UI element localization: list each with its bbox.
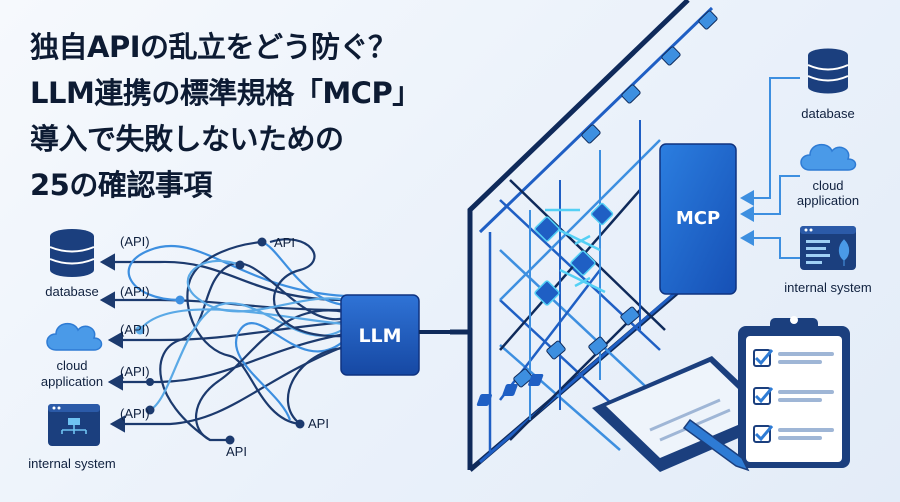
api-label-3: (API) <box>120 322 150 337</box>
api-labels: (API) (API) (API) (API) (API) API API AP… <box>120 234 329 459</box>
mcp-label: MCP <box>676 208 720 229</box>
messy-api-connections <box>99 238 346 442</box>
page-title: 独自APIの乱立をどう防ぐ？ LLM連携の標準規格「MCP」 導入で失敗しないた… <box>30 24 470 208</box>
api-label-4: (API) <box>120 364 150 379</box>
tablet-icon <box>476 356 780 472</box>
right-database-icon <box>807 48 849 94</box>
left-cloud-label-line2: application <box>41 374 103 389</box>
checkbox-icon <box>753 387 834 405</box>
left-database-label: database <box>45 284 99 299</box>
llm-label: LLM <box>358 325 401 347</box>
right-internal-label: internal system <box>784 280 871 295</box>
api-dots <box>135 237 305 445</box>
clipboard-icon <box>738 316 850 468</box>
title-line-4: 25の確認事項 <box>30 168 212 202</box>
api-label-1: (API) <box>120 234 150 249</box>
left-internal-label: internal system <box>28 456 115 471</box>
pen-icon <box>682 418 750 472</box>
title-line-1: 独自APIの乱立をどう防ぐ？ <box>30 30 397 64</box>
right-internal-system-icon <box>800 226 856 270</box>
mcp-connections <box>740 77 800 259</box>
title-line-3: 導入で失敗しないための <box>30 122 344 156</box>
right-cloud-icon <box>800 143 857 171</box>
mcp-box: MCP <box>659 143 737 295</box>
checkbox-icon <box>753 425 834 443</box>
cloud-icon <box>46 322 103 351</box>
api-label-plain-2: API <box>308 416 329 431</box>
api-label-plain-1: API <box>274 235 295 250</box>
right-database-label: database <box>801 106 855 121</box>
title-line-2: LLM連携の標準規格「MCP」 <box>30 76 421 110</box>
api-label-plain-3: API <box>226 444 247 459</box>
right-cloud-label-line1: cloud <box>812 178 843 193</box>
right-cloud-label-line2: application <box>797 193 859 208</box>
left-cloud-label-line1: cloud <box>56 358 87 373</box>
database-icon <box>49 229 95 277</box>
api-label-2: (API) <box>120 284 150 299</box>
checkbox-icon <box>753 349 834 367</box>
pipeline-chips <box>513 10 718 388</box>
internal-system-icon <box>48 404 100 446</box>
api-label-5: (API) <box>120 406 150 421</box>
llm-box: LLM <box>340 294 420 376</box>
